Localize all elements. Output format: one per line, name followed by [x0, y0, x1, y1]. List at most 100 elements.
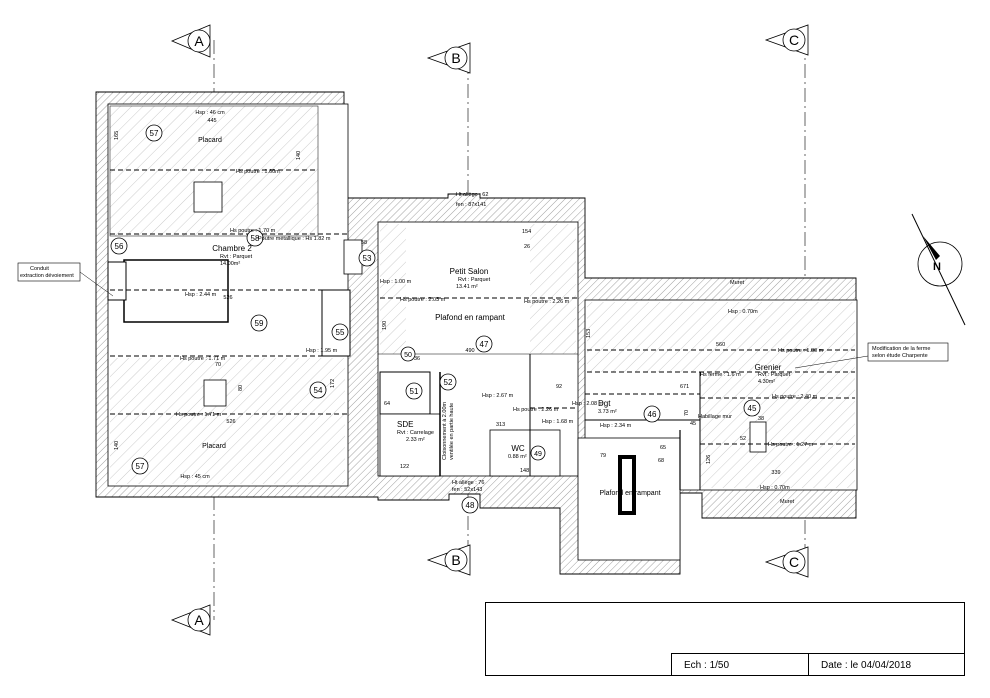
room-51: 51: [405, 382, 423, 400]
svg-text:58: 58: [361, 240, 367, 246]
svg-text:148: 148: [520, 468, 529, 474]
svg-text:Muret: Muret: [780, 499, 795, 505]
svg-text:49: 49: [534, 451, 542, 458]
svg-text:4.30m²: 4.30m²: [758, 379, 775, 385]
svg-text:Rvt : Parquet: Rvt : Parquet: [758, 372, 791, 378]
svg-text:Rvt : Parquet: Rvt : Parquet: [220, 254, 253, 260]
svg-text:153: 153: [586, 329, 592, 338]
svg-text:58: 58: [251, 234, 260, 243]
svg-text:51: 51: [410, 387, 419, 396]
svg-text:Hsp : 46 cm: Hsp : 46 cm: [195, 110, 225, 116]
svg-text:57: 57: [136, 462, 145, 471]
svg-text:ventilée en partie haute: ventilée en partie haute: [449, 403, 455, 460]
svg-text:Hs poutre : 1.71 m: Hs poutre : 1.71 m: [180, 356, 226, 362]
svg-text:13.41 m²: 13.41 m²: [456, 284, 478, 290]
svg-text:Plafond en rampant: Plafond en rampant: [435, 313, 506, 322]
scale-label: Ech : 1/50: [671, 654, 808, 676]
room-48: 48: [461, 496, 479, 514]
svg-text:3.73 m²: 3.73 m²: [598, 409, 617, 415]
svg-text:59: 59: [255, 319, 264, 328]
axis-marker-c-top: C: [764, 24, 809, 56]
axis-marker-b-bottom: B: [426, 544, 471, 576]
svg-text:Plafond en rampant: Plafond en rampant: [599, 490, 660, 497]
svg-text:48: 48: [466, 501, 475, 510]
svg-text:Poutre métallique : Hs 1.82 m: Poutre métallique : Hs 1.82 m: [258, 236, 331, 242]
svg-text:extraction dévoiement: extraction dévoiement: [20, 273, 74, 279]
svg-text:Hs poutre : 2.26 m: Hs poutre : 2.26 m: [524, 299, 570, 305]
svg-text:Hsp : 1.00 m: Hsp : 1.00 m: [380, 279, 412, 285]
svg-text:45: 45: [748, 404, 757, 413]
svg-text:Hs poutre : 1.60m: Hs poutre : 1.60m: [236, 169, 280, 175]
svg-text:Modification de la ferme: Modification de la ferme: [872, 346, 930, 352]
svg-text:36: 36: [414, 356, 420, 362]
svg-text:Hsp : 0.70m: Hsp : 0.70m: [760, 485, 790, 491]
svg-text:52: 52: [444, 378, 453, 387]
svg-text:70: 70: [684, 410, 690, 416]
svg-text:Grenier: Grenier: [755, 363, 782, 372]
svg-text:64: 64: [384, 401, 390, 407]
svg-text:Hsp : 2.67 m: Hsp : 2.67 m: [482, 393, 514, 399]
svg-text:SDE: SDE: [397, 420, 413, 429]
room-57-bottom: 57 Placard Hsp : 45 cm: [131, 443, 226, 480]
room-55: 55: [331, 323, 349, 341]
svg-text:Hsp : 2.34 m: Hsp : 2.34 m: [600, 423, 632, 429]
svg-text:Hs ferme : 1.6 m: Hs ferme : 1.6 m: [700, 372, 741, 378]
svg-text:0.88 m²: 0.88 m²: [508, 454, 527, 460]
svg-text:560: 560: [716, 342, 725, 348]
room-46: Dgt 3.73 m² Hsp : 2.34 m 46: [598, 399, 661, 429]
svg-text:56: 56: [115, 242, 124, 251]
svg-text:313: 313: [496, 422, 505, 428]
svg-text:fen : 87x141: fen : 87x141: [456, 202, 486, 208]
room-57-top: 57 Placard Hsp : 46 cm: [145, 110, 225, 144]
svg-text:C: C: [789, 554, 799, 570]
svg-text:38: 38: [758, 416, 764, 422]
svg-text:55: 55: [336, 328, 345, 337]
title-block-row: Ech : 1/50 Date : le 04/04/2018: [671, 653, 965, 676]
callout-conduit: Conduit extraction dévoiement: [17, 262, 114, 297]
svg-text:WC: WC: [511, 444, 525, 453]
room-58: 58 Chambre 2 Rvt : Parquet 14.00m²: [212, 229, 264, 267]
svg-text:26: 26: [524, 244, 530, 250]
title-block: Ech : 1/50 Date : le 04/04/2018: [485, 602, 965, 676]
svg-text:68: 68: [658, 458, 664, 464]
north-arrow-icon: N: [911, 213, 966, 326]
axis-marker-a-top: A: [170, 24, 211, 58]
partitions: [107, 181, 767, 490]
room-56: 56: [110, 237, 128, 255]
svg-text:50: 50: [404, 352, 412, 359]
svg-text:140: 140: [114, 441, 120, 450]
svg-text:Hsp : 45 cm: Hsp : 45 cm: [180, 474, 210, 480]
svg-text:Hsp : 1.68 m: Hsp : 1.68 m: [542, 419, 574, 425]
svg-text:53: 53: [363, 254, 372, 263]
svg-text:526: 526: [223, 295, 232, 301]
svg-text:45: 45: [690, 421, 696, 427]
svg-text:Muret: Muret: [730, 280, 745, 286]
svg-text:165: 165: [114, 131, 120, 140]
svg-text:C: C: [789, 32, 799, 48]
svg-text:526: 526: [226, 419, 235, 425]
svg-text:140: 140: [296, 151, 302, 160]
room-54: 54: [309, 381, 327, 399]
svg-text:Dgt: Dgt: [598, 399, 611, 408]
svg-text:79: 79: [600, 453, 606, 459]
svg-text:46: 46: [648, 410, 657, 419]
room-59: 59: [250, 314, 268, 332]
svg-text:Placard: Placard: [198, 137, 222, 144]
svg-text:57: 57: [150, 129, 159, 138]
svg-text:70: 70: [215, 362, 221, 368]
svg-text:B: B: [451, 50, 460, 66]
svg-text:2.33 m²: 2.33 m²: [406, 437, 425, 443]
svg-text:Rvt : Parquet: Rvt : Parquet: [458, 277, 491, 283]
svg-text:Hs poutre : 1.70 m: Hs poutre : 1.70 m: [230, 228, 276, 234]
svg-text:190: 190: [382, 321, 388, 330]
svg-text:Ht allège : 76: Ht allège : 76: [452, 480, 484, 486]
room-45: Grenier Rvt : Parquet 4.30m² 45: [743, 363, 791, 417]
svg-text:54: 54: [314, 386, 323, 395]
svg-text:Cloisonnement à 2.00m: Cloisonnement à 2.00m: [442, 401, 448, 460]
room-50: 50: [400, 346, 416, 362]
svg-text:Hsp : 0.70m: Hsp : 0.70m: [728, 309, 758, 315]
svg-text:490: 490: [465, 348, 474, 354]
axis-marker-b-top: B: [426, 42, 471, 74]
svg-text:N: N: [933, 261, 941, 273]
